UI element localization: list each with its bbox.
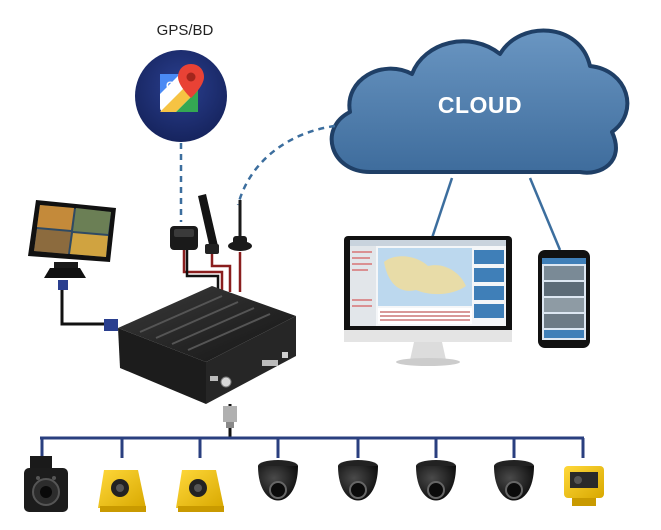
cloud-desktop-link [430,177,454,239]
side-camera-icon [98,470,146,512]
dome-camera-icon [494,460,534,501]
cloud-icon [329,28,630,175]
smartphone-icon [538,250,590,348]
square-camera-icon [24,456,68,512]
gps-antenna-icon [170,226,198,250]
cloud-label: CLOUD [437,92,523,118]
wifi-antenna-icon [228,200,252,251]
dome-camera-icon [416,460,456,501]
desktop-monitor-icon [344,236,512,366]
cloud-device-links [430,177,562,251]
gps-label: GPS/BD [156,22,214,39]
4g-antenna-icon [198,194,219,254]
antenna-group [170,194,252,292]
cloud-4g-link [236,124,336,206]
wireless-links [179,124,336,222]
side-camera-icon [176,470,224,512]
cloud-phone-link [528,177,562,251]
google-maps-icon: G [160,64,204,112]
svg-text:G: G [166,80,175,92]
rear-camera-icon [564,466,604,506]
mobile-dvr-icon [118,286,296,438]
dome-camera-icon [258,460,298,501]
gps-badge: G [135,50,227,142]
dome-camera-icon [338,460,378,501]
camera-bus [40,436,585,458]
car-monitor-icon [28,200,118,331]
